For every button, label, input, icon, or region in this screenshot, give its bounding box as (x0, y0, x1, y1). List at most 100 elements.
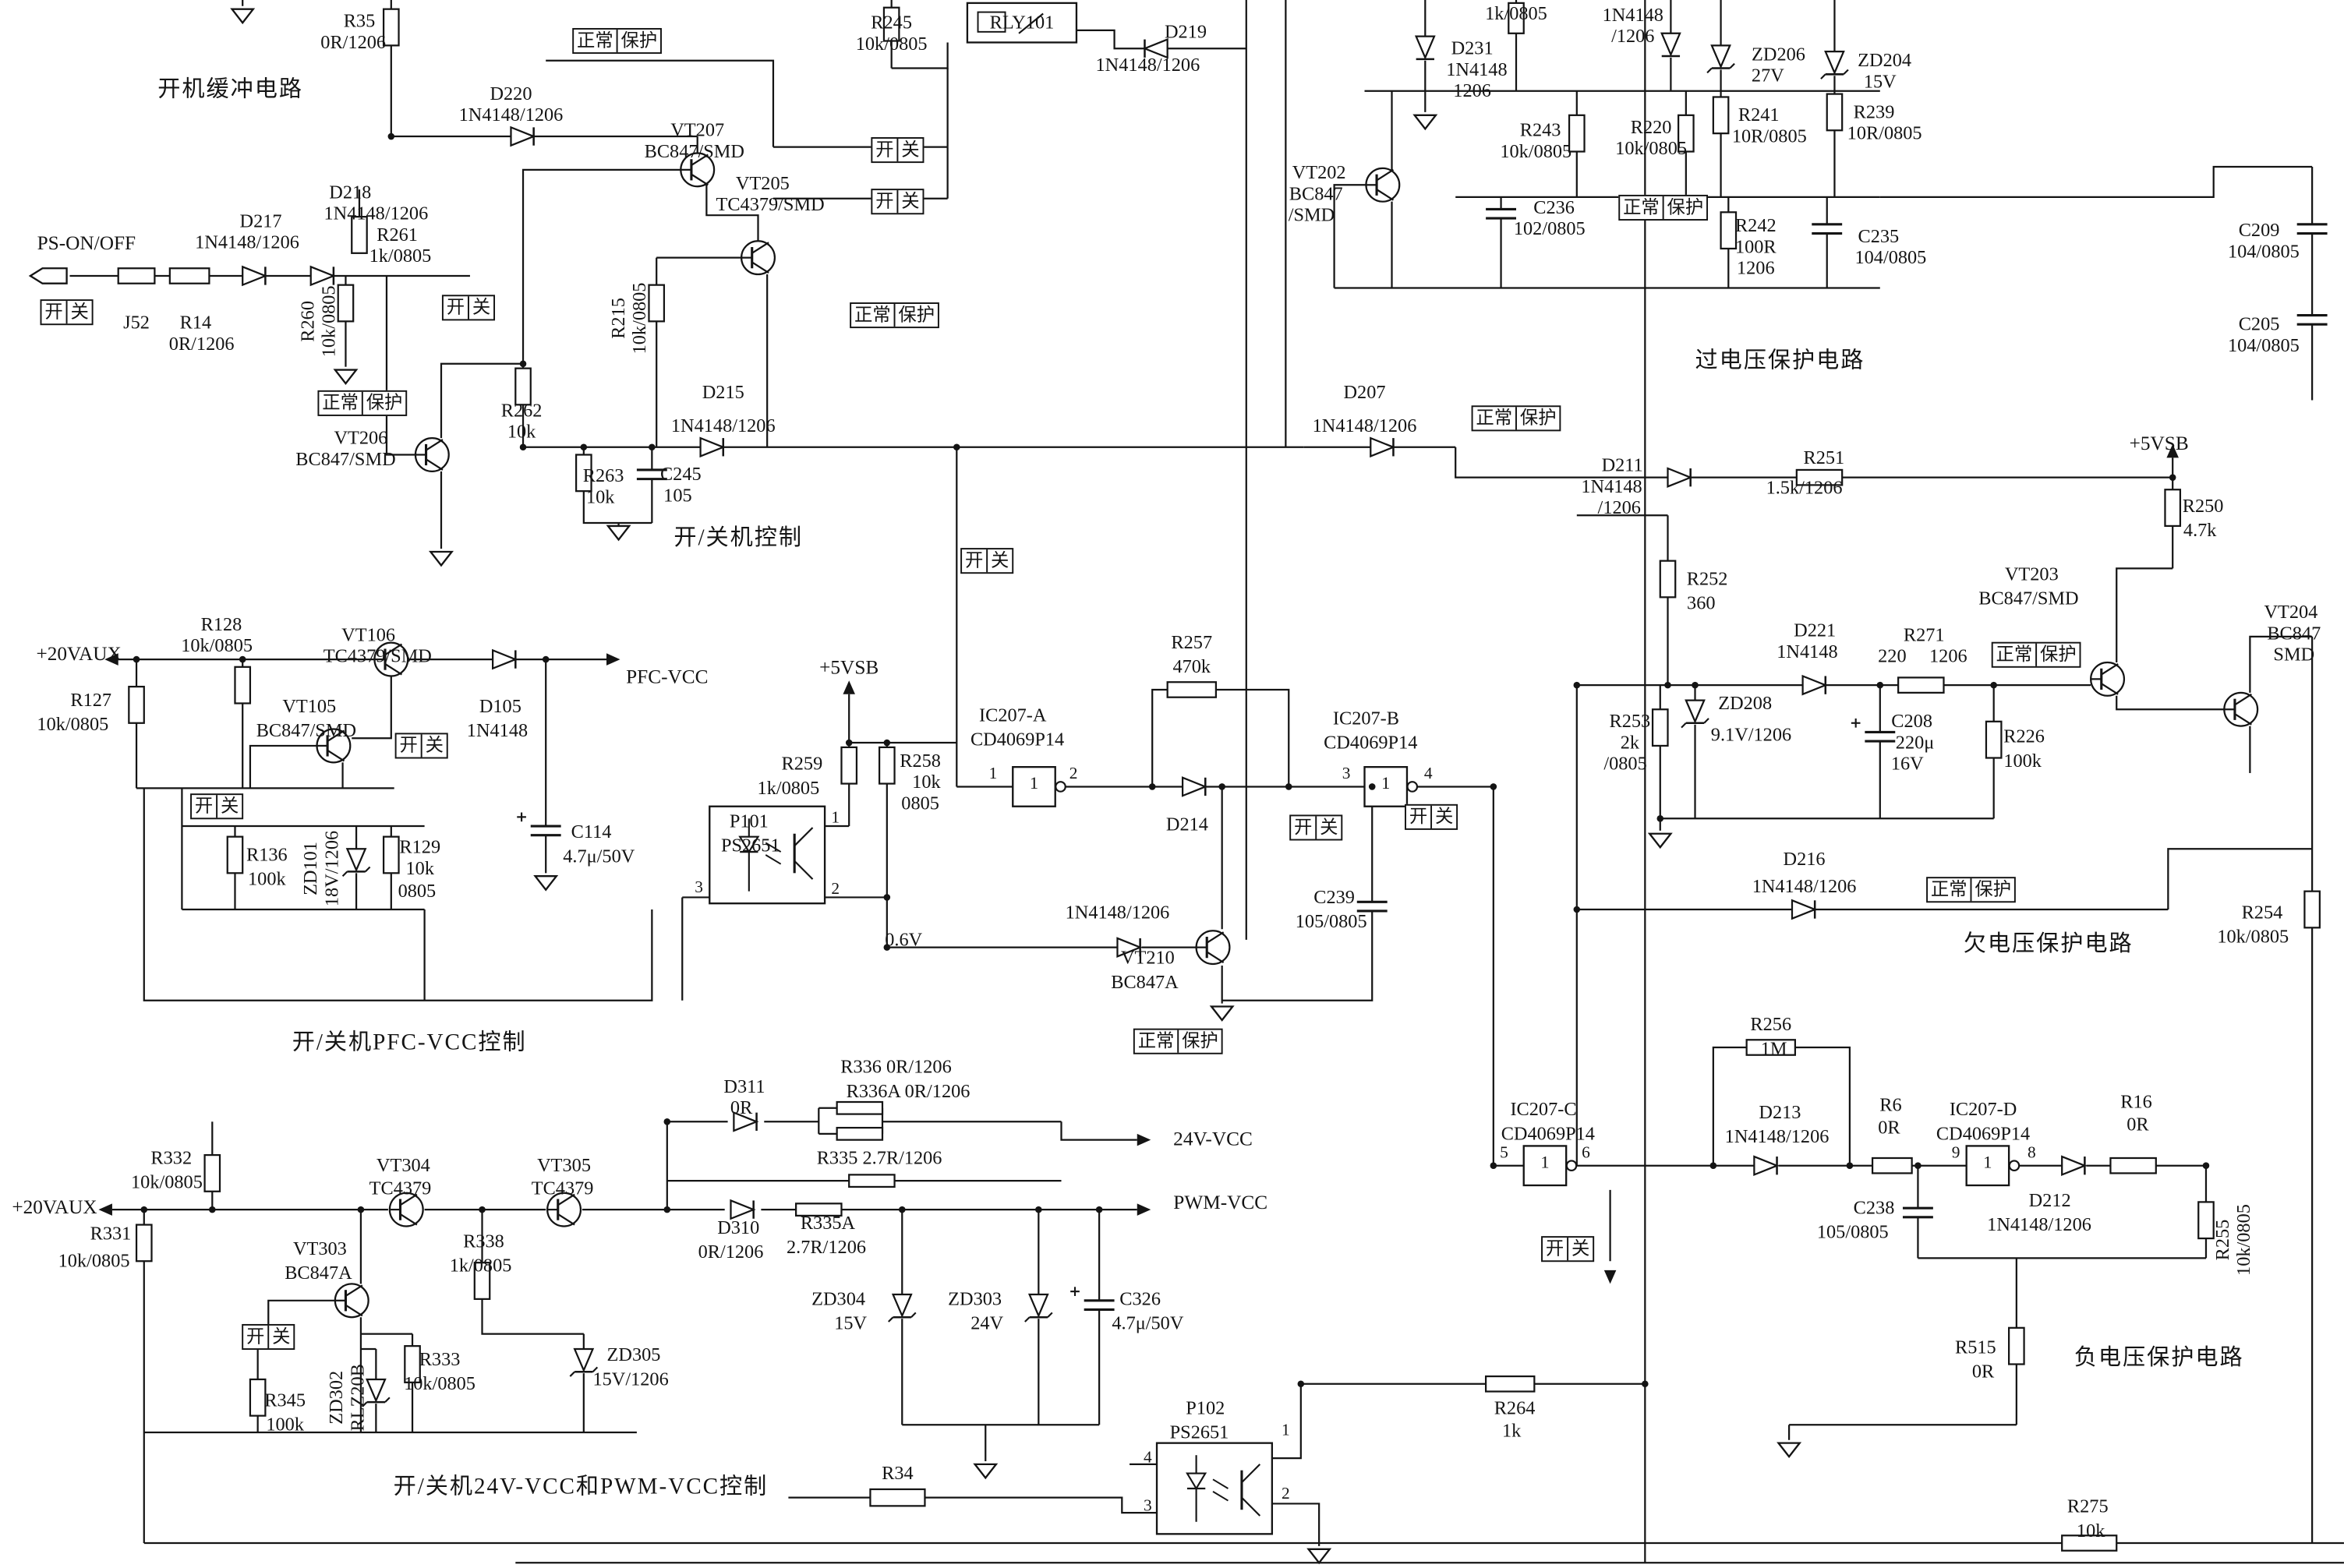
zener-tick (1024, 1316, 1031, 1323)
transistor-icon (327, 749, 345, 762)
junction-dot (209, 1206, 216, 1213)
junction-dot (140, 1206, 148, 1213)
junction-dot (1692, 681, 1699, 689)
ground-icon (533, 875, 559, 892)
component-label: BC847 (2267, 623, 2321, 645)
component-label: R251 (1803, 447, 1845, 468)
component-label: R345 (264, 1390, 306, 1411)
component-label: VT105 (282, 695, 337, 717)
component-label: 1N4148/1206 (1312, 415, 1417, 436)
opto-arrow (765, 842, 782, 853)
junction-dot (1573, 681, 1581, 689)
zener-tick (1843, 69, 1849, 76)
resistor-symbol (514, 367, 532, 406)
component-label: 1N4148 (1581, 475, 1642, 497)
wire (2116, 695, 2225, 711)
component-label: 10k/0805 (628, 282, 651, 355)
resistor-symbol (1677, 114, 1695, 153)
resistor-symbol (1826, 93, 1844, 132)
transistor-icon (399, 1213, 418, 1226)
component-label: SMD (2273, 644, 2315, 666)
component-label: 100k (2003, 750, 2042, 772)
component-label: 9.1V/1206 (1710, 724, 1792, 746)
component-label: R271 (1903, 623, 1945, 646)
wire (267, 1299, 335, 1325)
component-label: R220 (1630, 116, 1672, 138)
component-label: R16 (2120, 1091, 2152, 1113)
component-label: 470k (1172, 655, 1211, 678)
inverter-gate-icon (1522, 1145, 1568, 1187)
state-text: 开 (1294, 816, 1313, 838)
component-label: R515 (1954, 1337, 1996, 1358)
pin-number: 3 (695, 878, 703, 897)
ground-icon (1777, 1442, 1802, 1459)
resistor-symbol (1508, 2, 1525, 34)
opto-led (738, 835, 760, 854)
component-label: R335A (800, 1212, 856, 1234)
normal-protect-label: 正常保护 (1471, 405, 1561, 432)
wire (352, 676, 392, 740)
resistor-symbol (382, 8, 400, 47)
component-label: 18V/1206 (320, 830, 343, 907)
transistor-icon (2101, 683, 2119, 695)
component-label: 2.7R/1206 (787, 1236, 867, 1258)
diode-icon (699, 436, 726, 458)
component-label: R336 0R/1206 (840, 1056, 952, 1078)
component-label: ZD305 (606, 1344, 661, 1366)
zener-diode-icon (1685, 699, 1706, 724)
component-label: R331 (90, 1223, 132, 1245)
component-label: IC207-C (1510, 1098, 1577, 1120)
section-label: 过电压保护电路 (1695, 349, 1865, 374)
junction-dot (1664, 681, 1671, 689)
component-label: 10k (585, 486, 615, 508)
zener-tick (592, 1366, 599, 1372)
zener-tick (1706, 67, 1713, 74)
component-label: R261 (377, 224, 418, 245)
resistor-symbol (135, 1224, 153, 1263)
wire (582, 491, 652, 524)
component-label: VT204 (2264, 601, 2318, 623)
component-label: D215 (702, 381, 744, 404)
component-label: D105 (479, 695, 521, 717)
component-label: TC4379/SMD (716, 193, 825, 215)
component-label: VT205 (735, 172, 790, 194)
component-label: 10k/0805 (2217, 926, 2289, 948)
junction-dot (1573, 906, 1581, 913)
resistor-symbol (836, 1126, 884, 1141)
zener-diode-icon (1710, 44, 1731, 69)
component-label: VT304 (376, 1154, 430, 1176)
transistor-icon (1376, 189, 1395, 201)
net-arrow-icon (1137, 1133, 1151, 1146)
junction-dot (649, 443, 656, 451)
junction-dot (2169, 474, 2176, 481)
component-label: 15V (1863, 71, 1897, 93)
inverter-bubble-icon (1565, 1160, 1578, 1171)
component-label: D311 (723, 1075, 765, 1097)
pin-number: 9 (1951, 1143, 1960, 1163)
transistor-icon (2234, 713, 2252, 726)
section-label: 开/关机控制 (674, 526, 804, 551)
component-label: R242 (1734, 214, 1777, 237)
component-label: 0.6V (885, 928, 923, 951)
transistor-icon (691, 173, 709, 186)
ground-icon (1412, 114, 1438, 131)
junction-dot (1490, 1162, 1497, 1169)
state-text: 正常 (1623, 196, 1660, 218)
diode-icon (1414, 35, 1436, 60)
resistor-symbol (1651, 708, 1669, 747)
component-label: R127 (70, 689, 112, 711)
component-label: R14 (179, 312, 212, 334)
resistor-symbol (2303, 890, 2321, 929)
state-text: 关 (468, 296, 493, 320)
diode-icon (2061, 1155, 2088, 1177)
component-label: R256 (1750, 1013, 1792, 1036)
state-text: 正常 (577, 29, 613, 51)
component-label: RLY101 (989, 12, 1055, 34)
resistor-symbol (869, 1488, 926, 1507)
opto-transistor (1241, 1464, 1261, 1483)
zener-tick (362, 1401, 368, 1407)
diode-icon (1753, 1155, 1780, 1177)
junction-dot (2202, 1162, 2210, 1169)
state-text: 保护 (361, 391, 405, 415)
state-text: 保护 (1177, 1029, 1221, 1053)
